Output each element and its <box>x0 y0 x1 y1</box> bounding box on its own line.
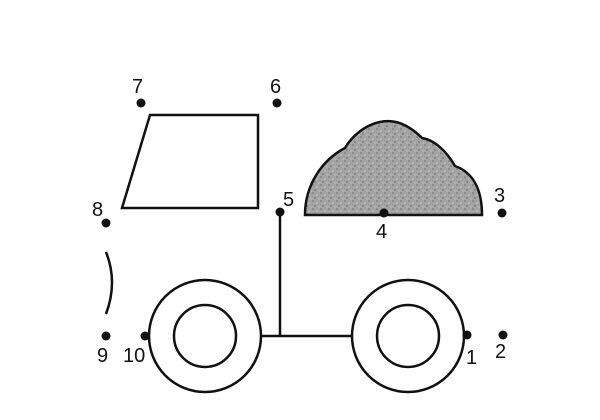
dot-2-label: 2 <box>495 341 506 363</box>
front-bumper-curve <box>104 251 114 315</box>
dot-labels-layer: 1 2 3 4 5 6 7 8 9 10 <box>92 76 506 369</box>
cab-window-outline <box>120 113 260 210</box>
dot-10[interactable] <box>140 331 150 341</box>
dirt-load-shape <box>303 119 484 217</box>
dot-3[interactable] <box>497 208 507 218</box>
dot-9-label: 9 <box>97 345 108 367</box>
dot-5-label: 5 <box>283 189 294 211</box>
dot-7[interactable] <box>136 98 146 108</box>
dot-6[interactable] <box>272 98 282 108</box>
left-wheel <box>147 278 263 394</box>
dot-10-label: 10 <box>123 345 145 367</box>
dot-4-label: 4 <box>376 221 387 243</box>
dot-4[interactable] <box>379 208 389 218</box>
dot-1[interactable] <box>462 330 472 340</box>
dot-6-label: 6 <box>270 76 281 98</box>
dot-9[interactable] <box>101 331 111 341</box>
dots-layer <box>101 98 508 341</box>
dot-2[interactable] <box>498 330 508 340</box>
right-wheel <box>350 278 466 394</box>
dot-7-label: 7 <box>132 76 143 98</box>
dot-5[interactable] <box>275 207 285 217</box>
dot-3-label: 3 <box>494 185 505 207</box>
dot-8[interactable] <box>101 218 111 228</box>
dot-8-label: 8 <box>92 199 103 221</box>
dot-1-label: 1 <box>466 347 477 369</box>
